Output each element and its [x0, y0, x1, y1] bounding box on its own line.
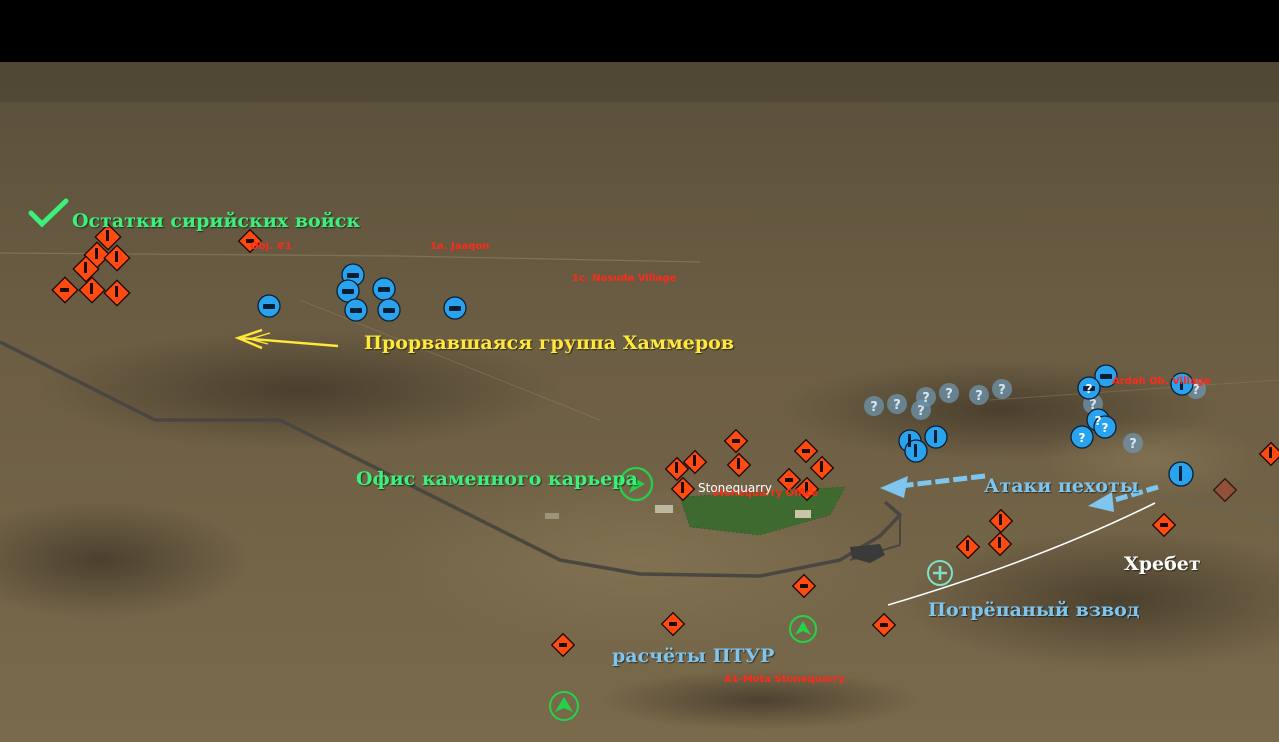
- chevron-right-icon: [629, 475, 645, 493]
- question-mark-icon[interactable]: [992, 379, 1012, 399]
- quarry-building: [795, 510, 811, 518]
- svg-text:?: ?: [1095, 414, 1102, 428]
- selected-unit-label: Stonequarry: [698, 481, 772, 495]
- annotation-hummer-group: Прорвавшаяся группа Хаммеров: [364, 332, 735, 354]
- track: [989, 379, 1279, 401]
- quarry-pit: [850, 544, 885, 563]
- quarry-field: [680, 487, 845, 535]
- annotation-battered-platoon: Потрёпаный взвод: [928, 599, 1140, 621]
- svg-text:?: ?: [1129, 437, 1137, 452]
- chevron-up-icon: [795, 621, 811, 635]
- svg-text:?: ?: [1086, 382, 1093, 396]
- svg-text:?: ?: [1089, 398, 1097, 413]
- quarry-building: [545, 513, 559, 519]
- sky-band: [0, 0, 1279, 64]
- svg-text:?: ?: [922, 391, 930, 406]
- friendly-circle-icon[interactable]: [1093, 415, 1117, 439]
- horizon-haze: [0, 62, 1279, 102]
- plus-icon: [933, 566, 947, 580]
- question-mark-icon[interactable]: [916, 387, 936, 407]
- track: [0, 252, 701, 263]
- question-mark-icon[interactable]: [887, 394, 907, 414]
- terrain-shadow: [0, 500, 250, 620]
- friendly-question-marks: ? ? ? ?: [1079, 382, 1109, 445]
- question-mark-icon[interactable]: [1123, 433, 1143, 453]
- main-road: [0, 340, 902, 578]
- quarry-building: [655, 505, 673, 513]
- annotation-ridge: Хребет: [1124, 553, 1201, 575]
- svg-text:?: ?: [1079, 431, 1086, 445]
- svg-text:?: ?: [1192, 383, 1200, 398]
- terrain-shadow: [900, 530, 1279, 670]
- map-label-village: 1c. Nasuda Village: [572, 273, 677, 284]
- terrain-light: [1040, 420, 1260, 500]
- friendly-circle-icon[interactable]: [1070, 425, 1094, 449]
- terrain-shadow: [600, 670, 920, 730]
- svg-text:?: ?: [998, 383, 1006, 398]
- question-mark-icon[interactable]: [939, 383, 959, 403]
- map-label-east-village: Ardah Ob. Village: [1112, 376, 1211, 387]
- map-label: 1a. Jaaqon: [430, 241, 490, 252]
- infantry-attack-arrow: [880, 473, 986, 498]
- svg-text:?: ?: [917, 404, 925, 419]
- annotation-quarry-office: Офис каменного карьера: [356, 468, 638, 490]
- map-label-objective: Obj. #1: [250, 241, 292, 252]
- friendly-silhouettes: [263, 273, 1183, 481]
- svg-text:?: ?: [893, 398, 901, 413]
- infantry-attack-arrow: [1088, 484, 1159, 512]
- svg-text:?: ?: [975, 389, 983, 404]
- map-label-quarry: Stonequarry Office: [712, 488, 819, 499]
- medic-marker[interactable]: [927, 560, 953, 586]
- ridge-line: [887, 502, 1156, 606]
- objective-marker[interactable]: [549, 691, 579, 721]
- svg-text:?: ?: [870, 400, 878, 415]
- svg-text:?: ?: [945, 387, 953, 402]
- ridge-road: [1159, 495, 1279, 521]
- svg-text:?: ?: [1102, 421, 1109, 435]
- track: [299, 299, 601, 421]
- question-mark-icon[interactable]: [864, 396, 884, 416]
- enemy-diamond-icon[interactable]: [1212, 477, 1238, 503]
- map-label-south: A1-Mota Stonequarry: [724, 674, 845, 685]
- unknown-units: ? ? ? ? ? ? ? ? ? ?: [864, 379, 1206, 453]
- question-mark-icon[interactable]: [969, 385, 989, 405]
- annotation-infantry-attacks: Атаки пехоты: [984, 475, 1139, 497]
- check-icon: [28, 198, 69, 228]
- objective-marker[interactable]: [789, 615, 817, 643]
- annotation-syrian-remnants: Остатки сирийских войск: [72, 210, 361, 232]
- annotation-atgm-crews: расчёты ПТУР: [612, 645, 775, 667]
- hummer-route-arrow: [234, 328, 339, 350]
- chevron-up-icon: [555, 697, 573, 712]
- objective-marker[interactable]: [618, 466, 654, 502]
- enemy-silhouettes: [60, 230, 1272, 647]
